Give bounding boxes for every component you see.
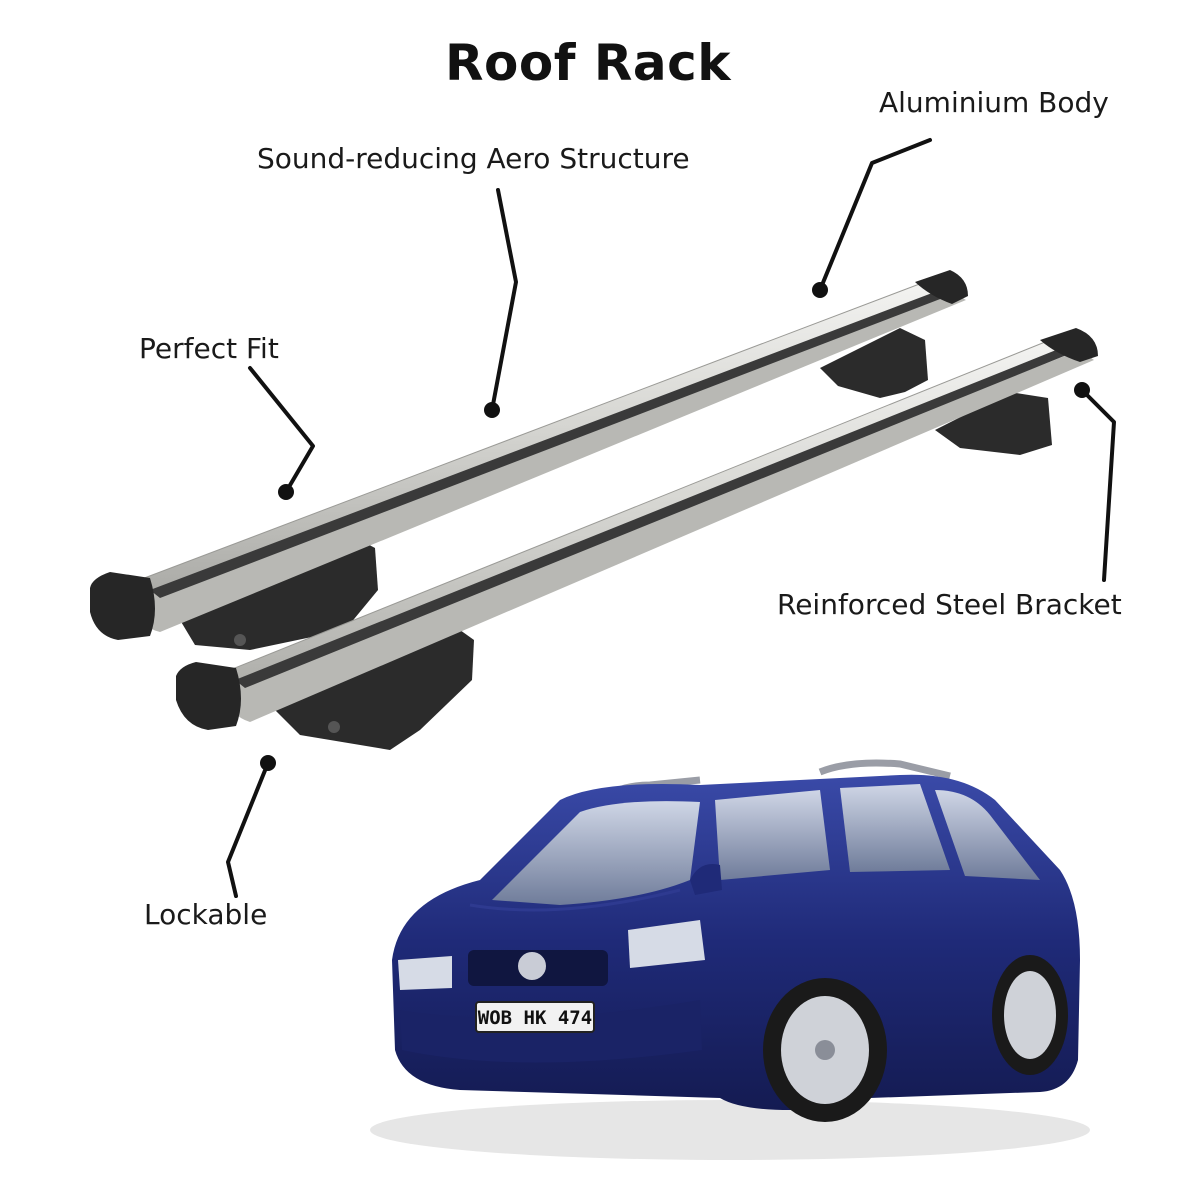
car-roof-rail-right: [818, 759, 951, 780]
lock-cylinder-front: [328, 721, 340, 733]
dot-lockable: [260, 755, 276, 771]
car-headlight-right: [628, 920, 705, 968]
label-aluminium-body: Aluminium Body: [879, 86, 1109, 119]
car-window-front: [715, 790, 830, 880]
car-wheel-rear: [992, 955, 1068, 1075]
dot-reinforced-bracket: [1074, 382, 1090, 398]
leader-sound-reducing: [490, 188, 518, 412]
end-cap-back-right: [915, 270, 968, 304]
car-illustration: WOB HK 474: [370, 759, 1090, 1160]
dot-aluminium-body: [812, 282, 828, 298]
label-reinforced-steel-bracket: Reinforced Steel Bracket: [777, 588, 1122, 621]
end-cap-front-left: [176, 662, 241, 730]
label-perfect-fit: Perfect Fit: [139, 332, 279, 365]
lock-cylinder-back: [234, 634, 246, 646]
leader-aluminium-body: [818, 138, 932, 292]
dot-sound-reducing: [484, 402, 500, 418]
leader-dots: [260, 282, 1090, 771]
roof-bar-front: [176, 328, 1098, 750]
leader-reinforced-bracket: [1080, 388, 1116, 582]
diagram-title: Roof Rack: [445, 34, 731, 92]
car-window-quarter: [935, 790, 1040, 880]
car-badge: [516, 950, 548, 982]
car-side-mirror: [690, 864, 722, 895]
car-headlight-left: [398, 956, 452, 990]
leader-perfect-fit: [248, 366, 315, 494]
car-license-plate-text: WOB HK 474: [478, 1007, 592, 1029]
label-lockable: Lockable: [144, 898, 268, 931]
leader-lines: [226, 138, 1116, 898]
label-sound-reducing-aero-structure: Sound-reducing Aero Structure: [257, 142, 690, 175]
roof-bar-back: [90, 270, 968, 650]
car-wheel-front: [763, 978, 887, 1122]
car-window-rear: [840, 784, 950, 872]
leader-lockable: [226, 761, 270, 898]
bracket-back-right: [820, 328, 928, 398]
bracket-front-right: [935, 392, 1052, 455]
car-windshield: [492, 801, 700, 905]
dot-perfect-fit: [278, 484, 294, 500]
end-cap-front-right: [1040, 328, 1098, 362]
car-license-plate: [475, 1001, 595, 1033]
bracket-front-left: [270, 630, 474, 750]
bracket-back-left: [180, 540, 378, 650]
end-cap-back-left: [90, 572, 155, 640]
